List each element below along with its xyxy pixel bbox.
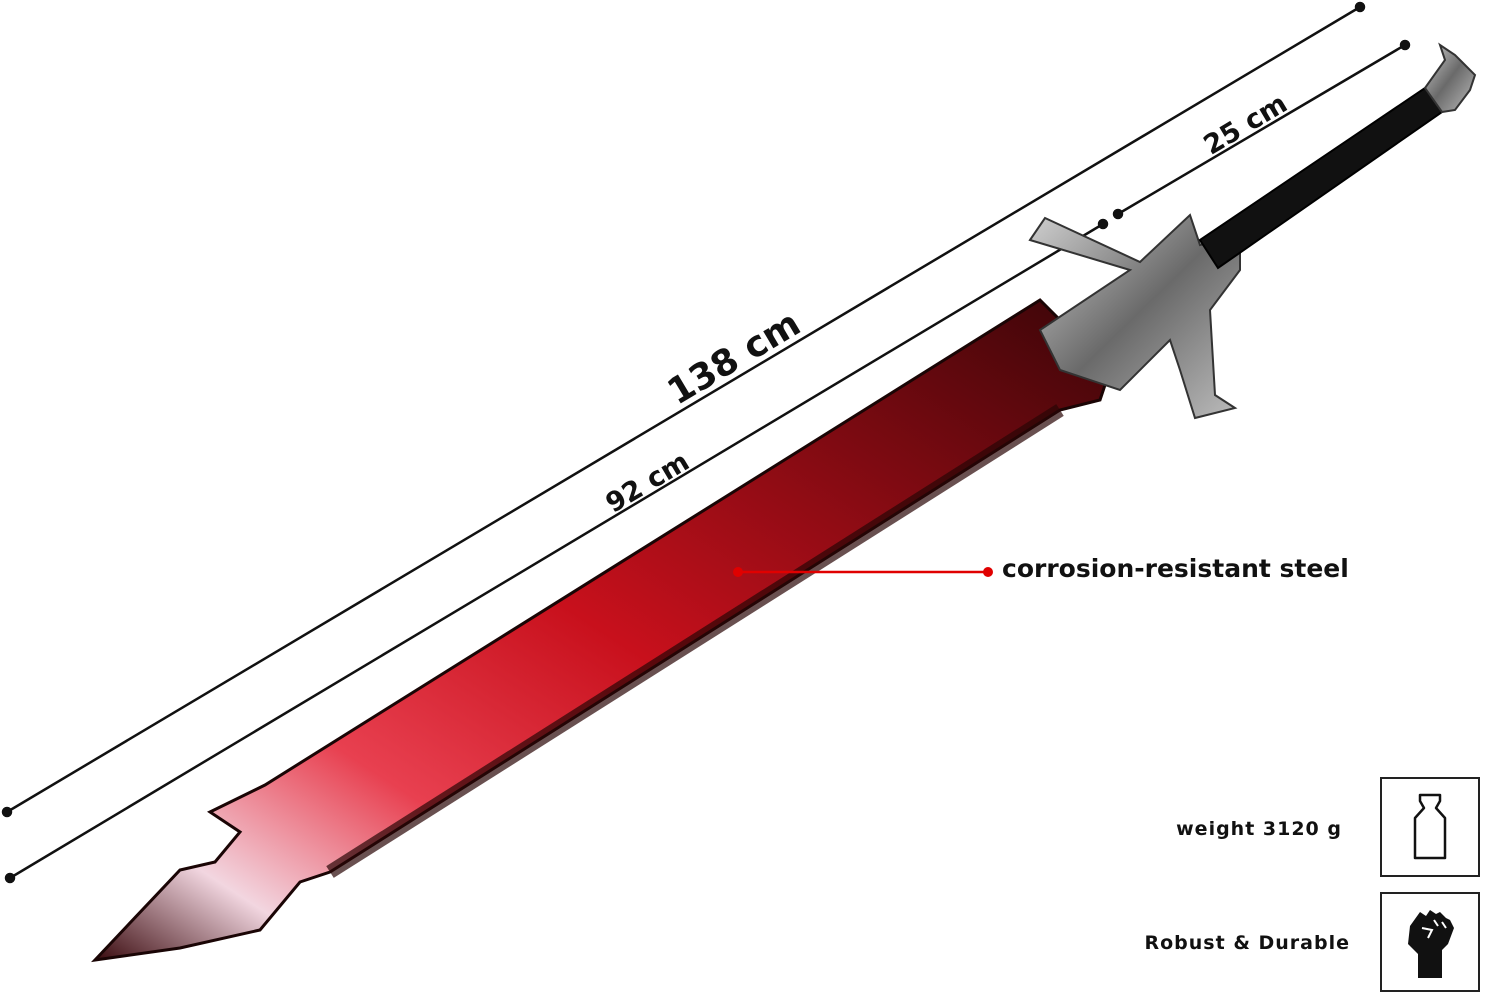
weight-icon-box	[1380, 777, 1480, 877]
sword	[90, 42, 1477, 963]
total-length-line	[1, 1, 1366, 818]
blade-length-line	[4, 218, 1109, 884]
durability-label: Robust & Durable	[1144, 932, 1350, 954]
sword-blade	[90, 298, 1112, 963]
weight-label: weight 3120 g	[1176, 818, 1342, 840]
blade-edge	[326, 404, 1064, 878]
sword-guard	[1028, 213, 1241, 420]
material-label: corrosion-resistant steel	[1002, 554, 1349, 583]
fist-icon-box	[1380, 892, 1480, 992]
blade-length-label: 92 cm	[601, 446, 695, 519]
weight-icon	[1413, 793, 1447, 860]
fist-icon	[1408, 910, 1454, 978]
handle-length-line	[1112, 39, 1411, 220]
sword-pommel	[1423, 42, 1477, 114]
handle-length-label: 25 cm	[1199, 88, 1293, 161]
total-length-label: 138 cm	[661, 303, 808, 413]
material-callout-line	[733, 567, 993, 577]
